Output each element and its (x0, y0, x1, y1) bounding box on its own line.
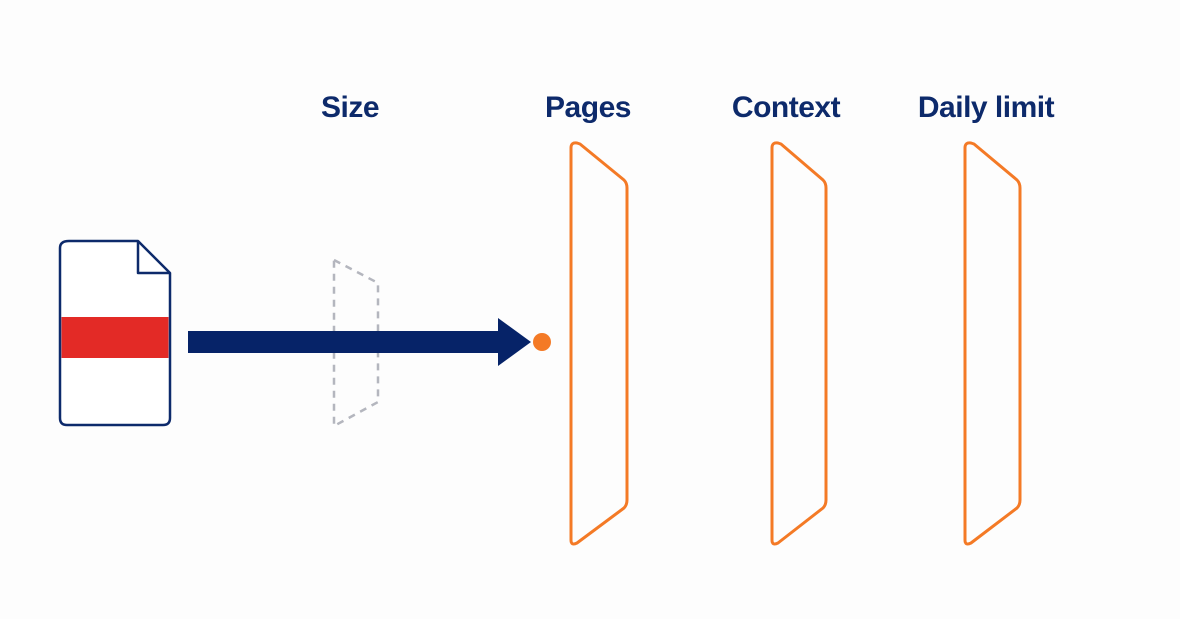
size-gate (332, 258, 380, 428)
label-context: Context (732, 91, 841, 124)
arrow-head (498, 318, 531, 366)
document-icon (58, 239, 172, 427)
label-daily-limit: Daily limit (918, 91, 1055, 124)
right-arrow-icon (188, 318, 531, 366)
arrow-shaft (188, 331, 504, 353)
context-panel (770, 141, 828, 546)
daily-limit-panel (963, 141, 1022, 546)
label-size: Size (321, 91, 379, 124)
pages-panel (569, 141, 629, 546)
document-highlight-band (61, 317, 169, 358)
label-pages: Pages (545, 91, 631, 124)
document-fold (136, 241, 170, 275)
contact-dot (533, 333, 551, 351)
